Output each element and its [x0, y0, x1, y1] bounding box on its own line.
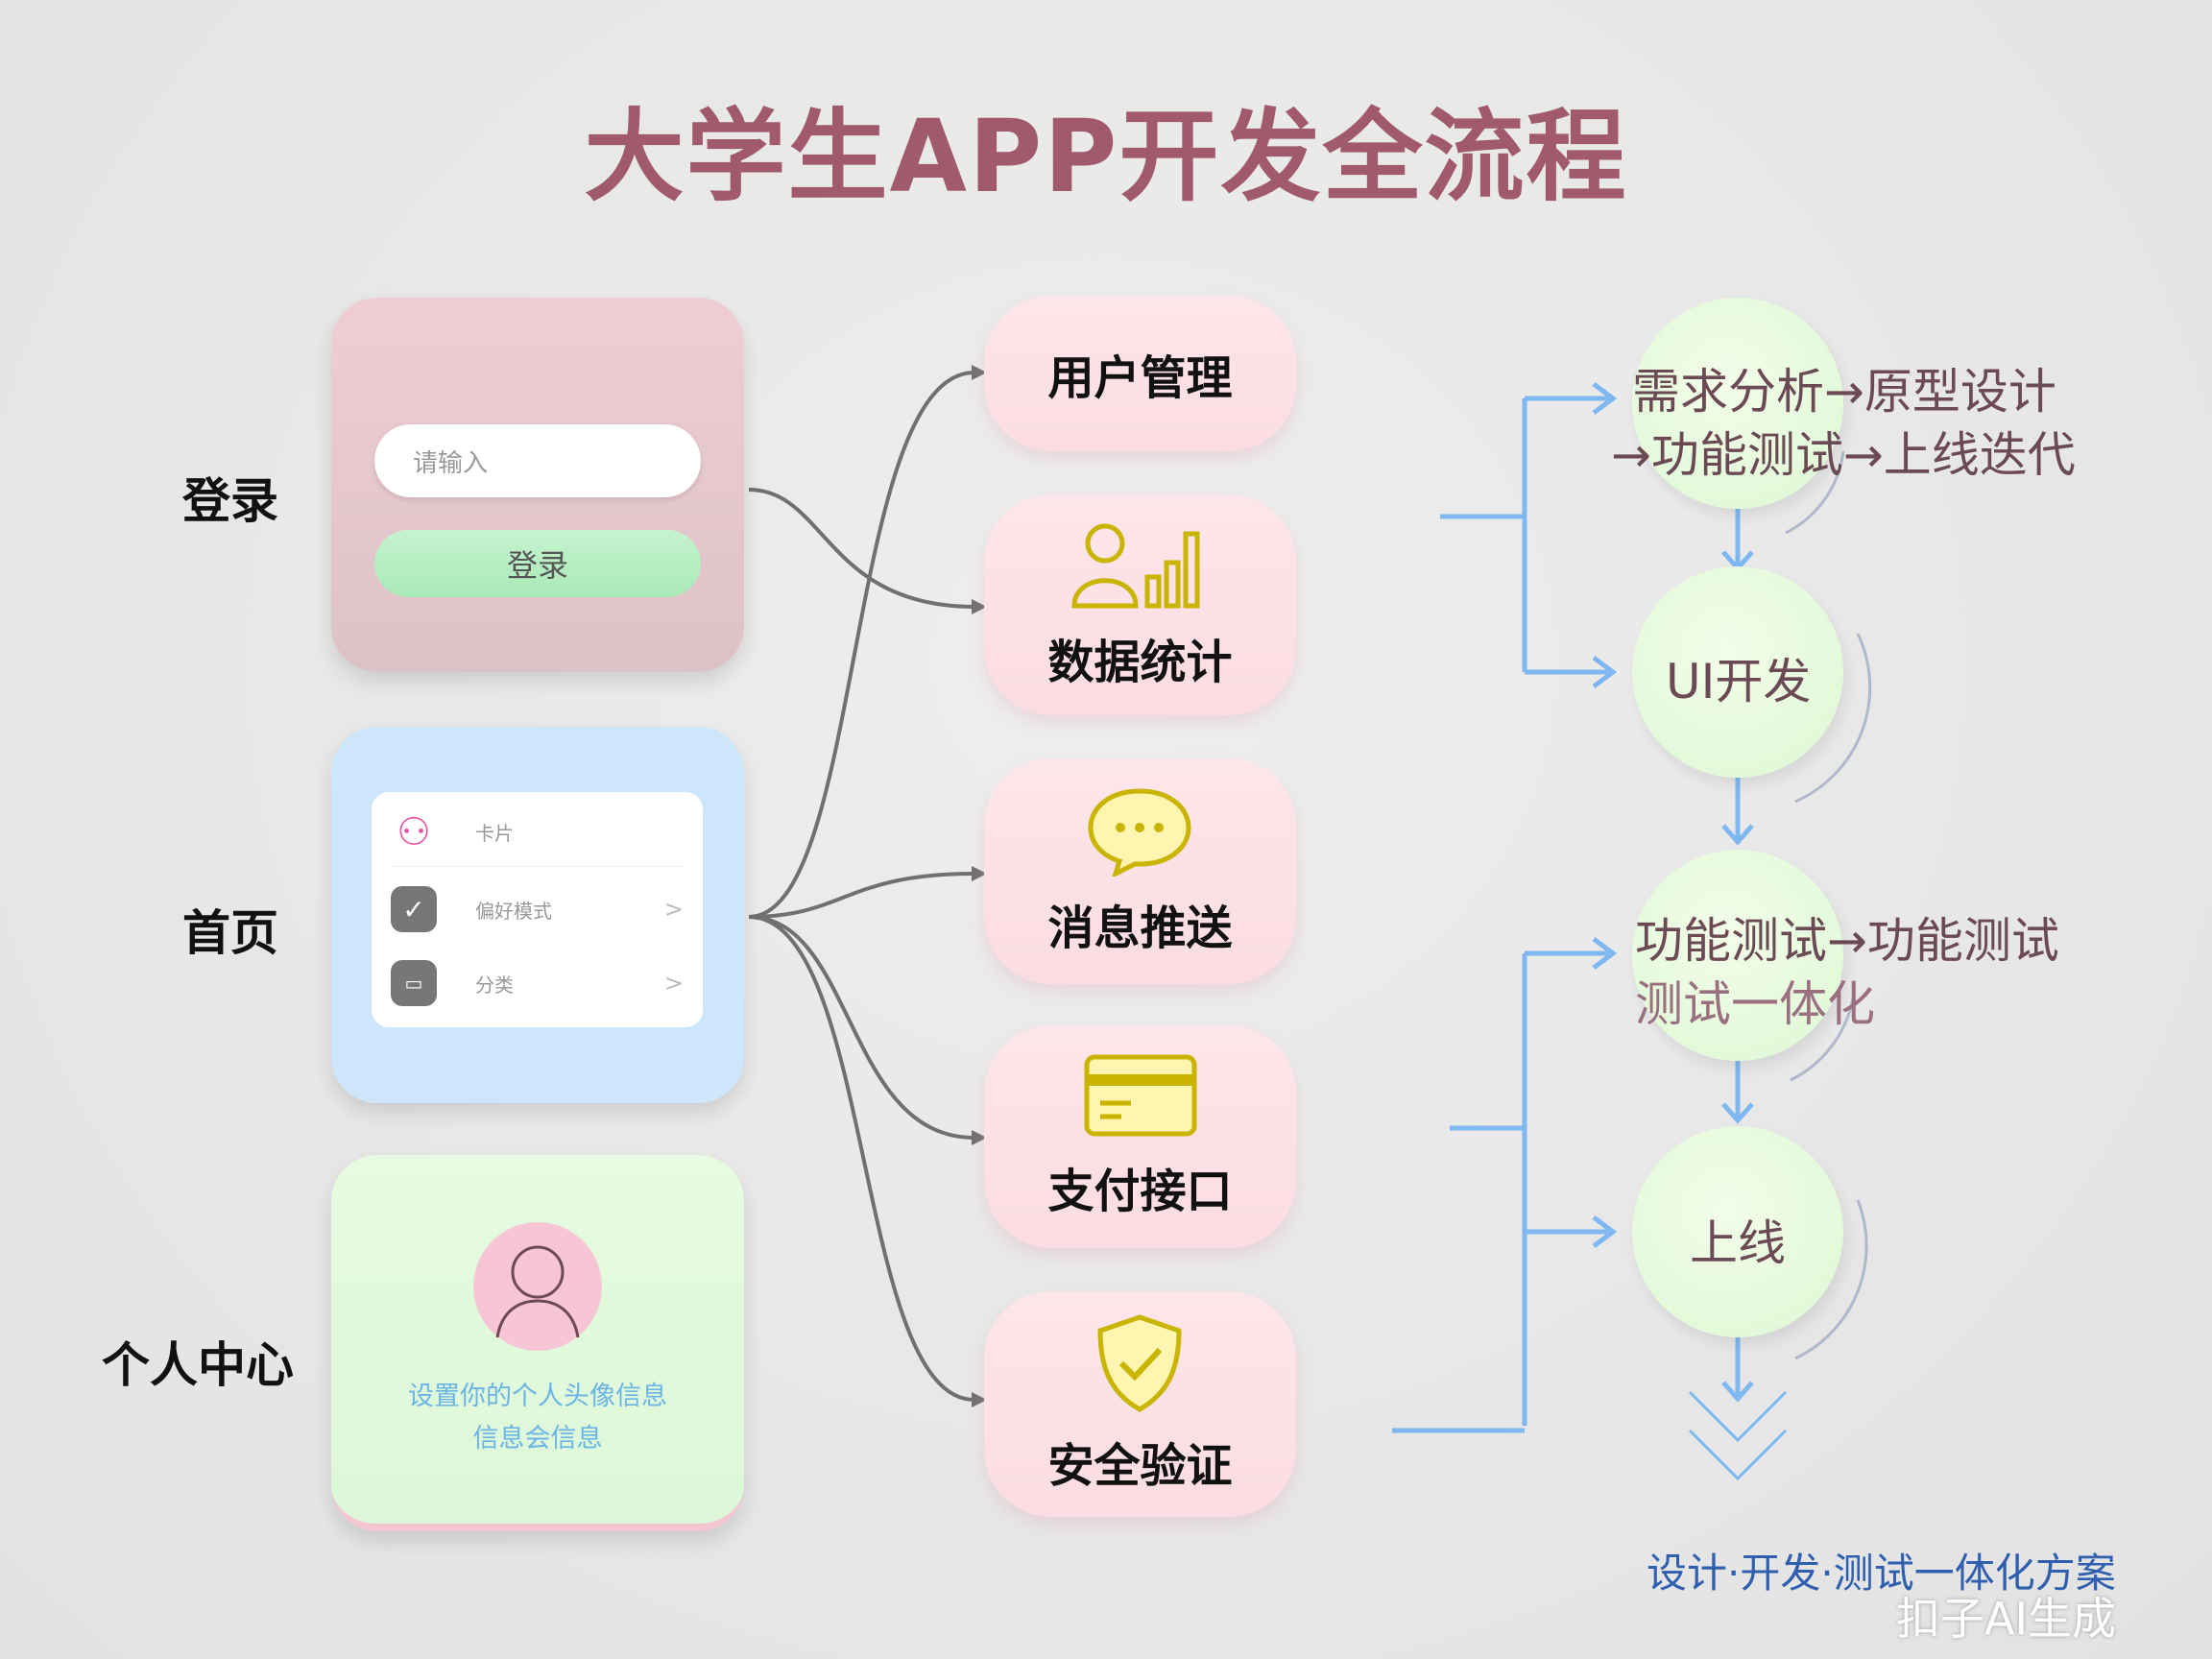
connector [748, 915, 975, 1140]
process-step-1 [1632, 298, 1843, 509]
list-item-label: 卡片 [475, 822, 514, 845]
list-item[interactable]: ✓ 偏好模式 > [391, 875, 684, 944]
list-item-label: 偏好模式 [475, 899, 552, 923]
list-item-label: 分类 [475, 973, 514, 997]
profile-card: 设置你的个人头像信息 信息会信息 [331, 1155, 744, 1531]
home-card: ⚇ 卡片 ✓ 偏好模式 > ▭ 分类 > [331, 727, 744, 1103]
step3-text-2: 测试一体化 [1635, 976, 1875, 1032]
step1-text-1: 需求分析→原型设计 [1632, 364, 2056, 420]
watermark: 扣子AI生成 [1896, 1593, 2117, 1645]
feature-label: 消息推送 [1047, 902, 1233, 955]
user-icon: ⚇ [397, 809, 431, 854]
feature-label: 安全验证 [1047, 1439, 1233, 1493]
login-button[interactable]: 登录 [374, 530, 701, 597]
feature-data-statistics[interactable]: 数据统计 [984, 494, 1296, 715]
process-step-2 [1632, 566, 1843, 778]
checkbox-icon: ✓ [391, 886, 437, 932]
feature-user-management[interactable]: 用户管理 [984, 296, 1296, 451]
avatar-icon [473, 1222, 602, 1351]
shield-check-icon [1097, 1314, 1182, 1412]
feature-payment[interactable]: 支付接口 [984, 1025, 1296, 1248]
chat-bubble-icon [1088, 788, 1191, 877]
step1-text-2: →功能测试→上线迭代 [1611, 427, 2076, 483]
feature-security[interactable]: 安全验证 [984, 1291, 1296, 1517]
process-arrows [1392, 382, 1788, 1481]
label-home: 首页 [182, 905, 278, 961]
step2-text: UI开发 [1666, 654, 1812, 709]
process-step-3 [1632, 850, 1843, 1061]
chevron-right-icon: > [663, 896, 684, 923]
user-chart-icon [1070, 523, 1199, 608]
connector [748, 915, 975, 1402]
login-card: 请输入 登录 [331, 298, 744, 672]
profile-text-1: 设置你的个人头像信息 [408, 1382, 667, 1411]
feature-label: 数据统计 [1047, 635, 1233, 689]
home-list: ⚇ 卡片 ✓ 偏好模式 > ▭ 分类 > [372, 792, 703, 1027]
connector [748, 371, 975, 919]
credit-card-icon [1084, 1054, 1196, 1137]
profile-text-2: 信息会信息 [472, 1424, 603, 1454]
feature-label: 支付接口 [1047, 1165, 1233, 1218]
list-item[interactable]: ▭ 分类 > [391, 949, 684, 1018]
connector [748, 488, 975, 609]
page-title: 大学生APP开发全流程 [584, 98, 1628, 215]
label-profile: 个人中心 [102, 1337, 294, 1393]
step4-text: 上线 [1690, 1215, 1786, 1271]
connector [748, 872, 975, 919]
feature-message-push[interactable]: 消息推送 [984, 758, 1296, 984]
chevron-right-icon: > [663, 970, 684, 997]
list-item[interactable]: ⚇ 卡片 [391, 798, 684, 867]
card-icon: ▭ [391, 960, 437, 1006]
label-login: 登录 [182, 473, 278, 529]
step3-text-1: 功能测试→功能测试 [1635, 913, 2059, 969]
footer-caption: 设计·开发·测试一体化方案 [1647, 1550, 2116, 1597]
login-input[interactable]: 请输入 [374, 424, 701, 497]
feature-label: 用户管理 [1047, 351, 1233, 405]
process-step-4 [1632, 1126, 1843, 1337]
